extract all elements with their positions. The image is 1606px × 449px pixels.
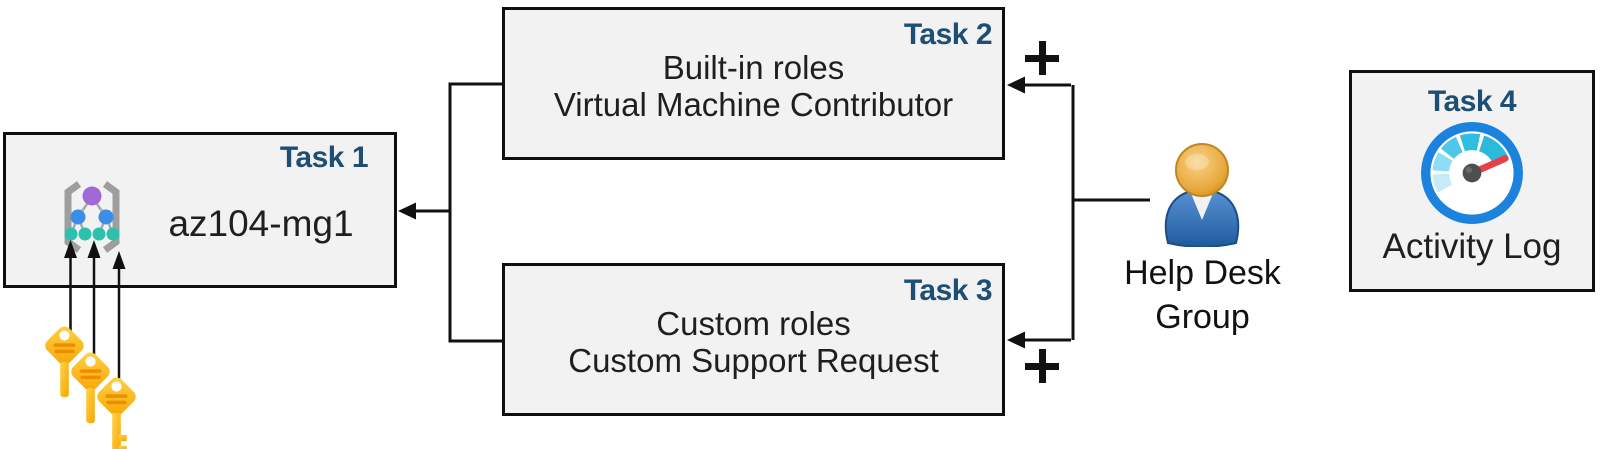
task2-box: Task 2 Built-in roles Virtual Machine Co…: [502, 7, 1005, 160]
user-icon: [1156, 143, 1248, 248]
plus-icon: [1025, 349, 1059, 383]
task3-line2: Custom Support Request: [568, 341, 939, 379]
gauge-icon: [1420, 121, 1524, 225]
task1-box: Task 1 az104-mg1: [3, 132, 397, 288]
task3-box: Task 3 Custom roles Custom Support Reque…: [502, 263, 1005, 416]
person-label: Help Desk Group: [1105, 251, 1300, 339]
task1-label: az104-mg1: [168, 203, 354, 244]
key-icon: [93, 374, 140, 449]
person-label-line1: Help Desk: [1124, 254, 1281, 292]
plus-icon: [1025, 41, 1059, 75]
task4-box: Task 4 Activity Log: [1349, 70, 1595, 292]
management-group-icon: [52, 177, 132, 257]
key-icon: [41, 323, 88, 409]
task4-label: Activity Log: [1382, 227, 1562, 266]
task3-badge: Task 3: [903, 274, 993, 307]
task4-badge: Task 4: [1427, 85, 1517, 118]
person-label-line2: Group: [1155, 298, 1250, 336]
key-icon: [67, 349, 114, 435]
task3-line1: Custom roles: [656, 304, 851, 342]
task2-line1: Built-in roles: [662, 48, 845, 86]
task2-badge: Task 2: [903, 18, 993, 51]
task1-badge: Task 1: [279, 141, 369, 174]
task2-line2: Virtual Machine Contributor: [553, 85, 954, 123]
